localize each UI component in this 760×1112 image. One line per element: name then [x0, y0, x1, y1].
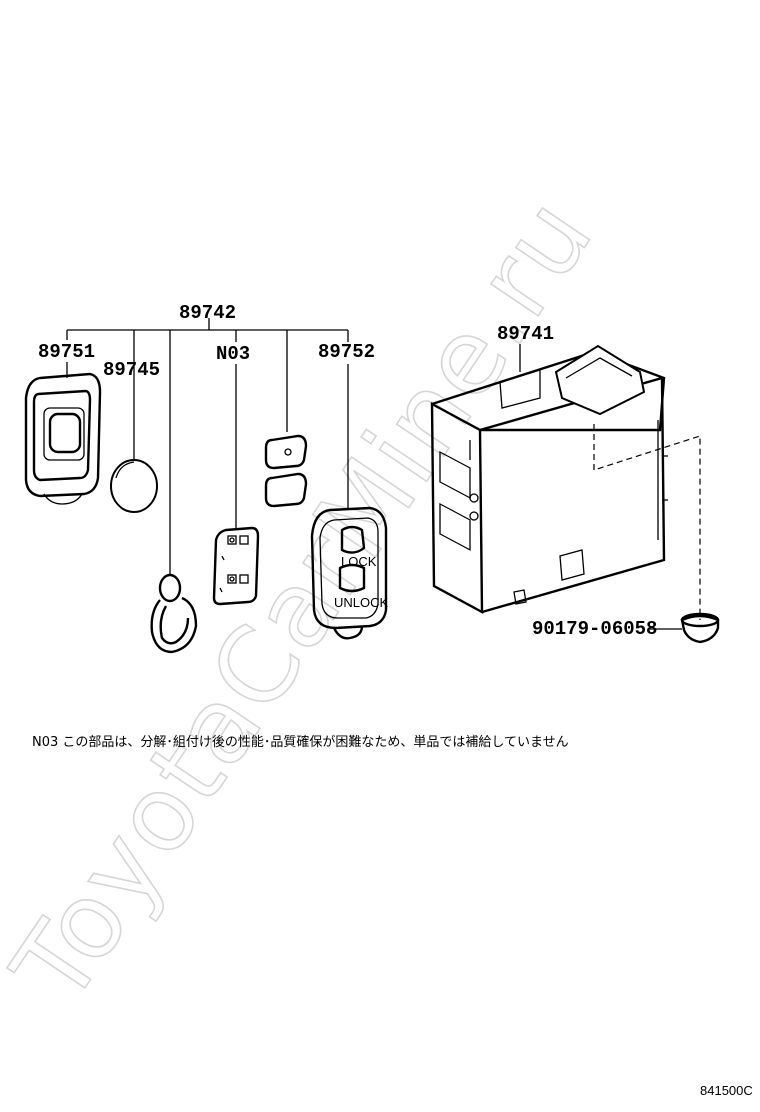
unlock-button-label: UNLOCK [334, 595, 389, 610]
grommet-drawing [650, 612, 720, 644]
assembly-bracket [66, 318, 349, 575]
n03-supply-note: N03 この部品は、分解･組付け後の性能･品質確保が困難なため、単品では補給して… [32, 734, 569, 750]
diagram-code: 841500C [700, 1083, 753, 1098]
callout-90179-06058: 90179-06058 [532, 618, 657, 640]
circuit-plate-drawing [212, 526, 260, 606]
callout-89751: 89751 [38, 341, 95, 363]
callout-89745: 89745 [103, 359, 160, 381]
transmitter-housing-drawing: LOCK UNLOCK [310, 506, 389, 640]
buttons-drawing [264, 434, 308, 508]
lock-button-label: LOCK [341, 554, 377, 569]
transmitter-case-drawing [24, 372, 102, 505]
callout-89752: 89752 [318, 341, 375, 363]
key-ring-drawing [150, 573, 198, 654]
callout-89741: 89741 [497, 323, 554, 345]
callout-n03: N03 [216, 343, 250, 365]
battery-drawing [110, 459, 158, 513]
callout-89742: 89742 [179, 302, 236, 324]
receiver-unit-drawing [430, 344, 701, 620]
